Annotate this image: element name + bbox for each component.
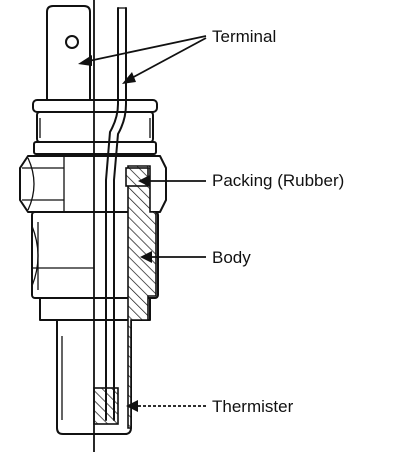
terminal-label: Terminal <box>212 27 276 46</box>
sensor-drawing <box>19 0 167 452</box>
body-section-hatch <box>127 165 157 429</box>
terminal-wire <box>105 7 119 421</box>
upper-collar <box>32 99 158 143</box>
body-label: Body <box>212 248 251 267</box>
packing-label: Packing (Rubber) <box>212 171 344 190</box>
neck <box>33 141 157 155</box>
terminal-arrow-2 <box>127 37 207 81</box>
terminal-blade <box>46 5 91 101</box>
thermister-label: Thermister <box>212 397 294 416</box>
terminal-arrow-1 <box>83 35 207 63</box>
leader-arrows <box>78 35 207 412</box>
